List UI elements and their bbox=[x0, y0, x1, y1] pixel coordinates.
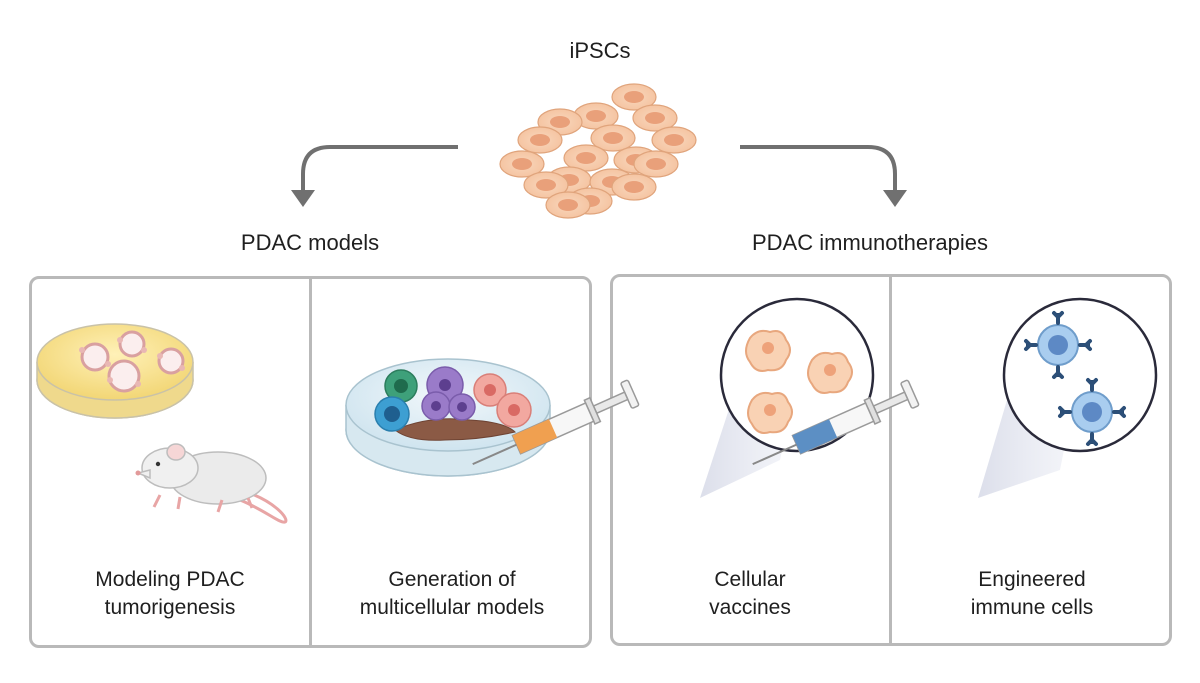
ipsc-nucleus bbox=[550, 116, 570, 128]
pdac-models-label: PDAC models bbox=[240, 230, 380, 255]
ipsc-nucleus bbox=[624, 91, 644, 103]
pdac-models-divider bbox=[309, 279, 312, 645]
mouse bbox=[135, 443, 288, 524]
syringe-immune bbox=[752, 297, 1158, 498]
syringe-vaccine bbox=[472, 297, 875, 498]
arrow-right-head bbox=[883, 190, 907, 207]
ipsc-nucleus bbox=[646, 158, 666, 170]
arrow-right bbox=[740, 145, 897, 192]
petri-dish-multicellular bbox=[345, 358, 551, 477]
caption-modeling-tumorigenesis: Modeling PDAC tumorigenesis bbox=[95, 568, 245, 619]
ipsc-nucleus bbox=[664, 134, 684, 146]
pdac-immunotherapies-label: PDAC immunotherapies bbox=[752, 230, 988, 255]
caption-engineered-immune-cells: Engineered immune cells bbox=[970, 568, 1094, 619]
ipsc-nucleus bbox=[586, 110, 606, 122]
arrow-left bbox=[301, 145, 458, 192]
pdac-immunotherapies-divider bbox=[889, 277, 892, 643]
caption-multicellular-models: Generation of multicellular models bbox=[359, 568, 545, 619]
ipsc-nucleus bbox=[624, 181, 644, 193]
caption-cellular-vaccines: Cellular vaccines bbox=[709, 568, 791, 619]
ipsc-colony bbox=[499, 83, 697, 219]
petri-dish-spheroids bbox=[36, 323, 194, 419]
ipsc-nucleus bbox=[558, 199, 578, 211]
ipsc-nucleus bbox=[536, 179, 556, 191]
ipsc-nucleus bbox=[603, 132, 623, 144]
ipscs-label: iPSCs bbox=[569, 38, 631, 63]
arrow-left-head bbox=[291, 190, 315, 207]
ipsc-nucleus bbox=[512, 158, 532, 170]
ipsc-nucleus bbox=[530, 134, 550, 146]
ipsc-nucleus bbox=[576, 152, 596, 164]
ipsc-nucleus bbox=[645, 112, 665, 124]
